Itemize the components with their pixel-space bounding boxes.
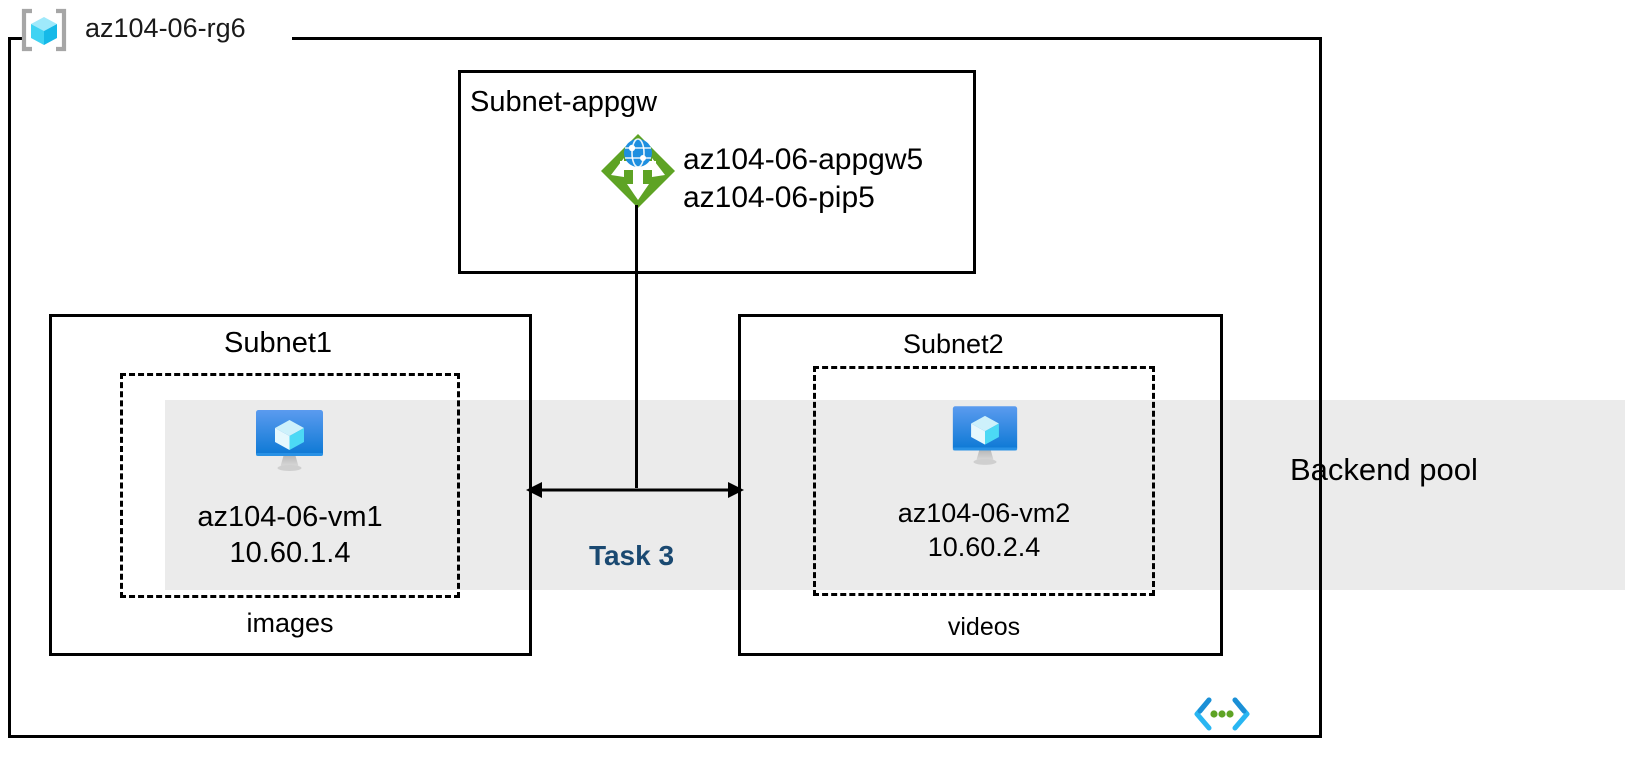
backend-pool-band <box>165 400 1625 590</box>
subnet-peering-arrow <box>524 470 746 510</box>
backend-pool-label: Backend pool <box>1290 452 1478 487</box>
resource-group-label: az104-06-rg6 <box>85 13 246 43</box>
subnet2-title: Subnet2 <box>903 329 1004 359</box>
virtual-machine-icon <box>252 406 327 478</box>
subnet1-nic-group <box>120 373 460 598</box>
gateway-connector-line <box>635 205 638 488</box>
subnet-appgw-box <box>458 70 976 274</box>
subnet2-nic-label: videos <box>947 613 1021 641</box>
appgw-resource-labels: az104-06-appgw5 az104-06-pip5 <box>683 141 923 218</box>
subnet2-nic-group <box>813 366 1155 596</box>
virtual-machine-icon <box>949 402 1021 472</box>
resource-group-cube-icon <box>20 8 68 52</box>
vm2-labels: az104-06-vm2 10.60.2.4 <box>813 497 1155 565</box>
vm2-name: az104-06-vm2 <box>897 498 1071 528</box>
public-ip-name: az104-06-pip5 <box>683 181 875 215</box>
subnet1-nic-label: images <box>246 608 334 638</box>
resource-group-title-gap <box>22 24 292 50</box>
task-3-label: Task 3 <box>588 540 675 571</box>
subnet1-box <box>49 314 532 656</box>
resource-group-boundary <box>8 37 1322 738</box>
application-gateway-icon <box>598 131 678 211</box>
vm2-ip: 10.60.2.4 <box>927 531 1041 562</box>
vm1-ip: 10.60.1.4 <box>229 537 351 570</box>
vm1-labels: az104-06-vm1 10.60.1.4 <box>120 499 460 572</box>
appgw-name: az104-06-appgw5 <box>683 143 924 176</box>
vm1-name: az104-06-vm1 <box>197 501 383 533</box>
subnet1-title: Subnet1 <box>224 327 333 359</box>
subnet-appgw-title: Subnet-appgw <box>470 86 658 118</box>
subnet2-box <box>738 314 1223 656</box>
arm-template-code-icon <box>1194 697 1250 731</box>
